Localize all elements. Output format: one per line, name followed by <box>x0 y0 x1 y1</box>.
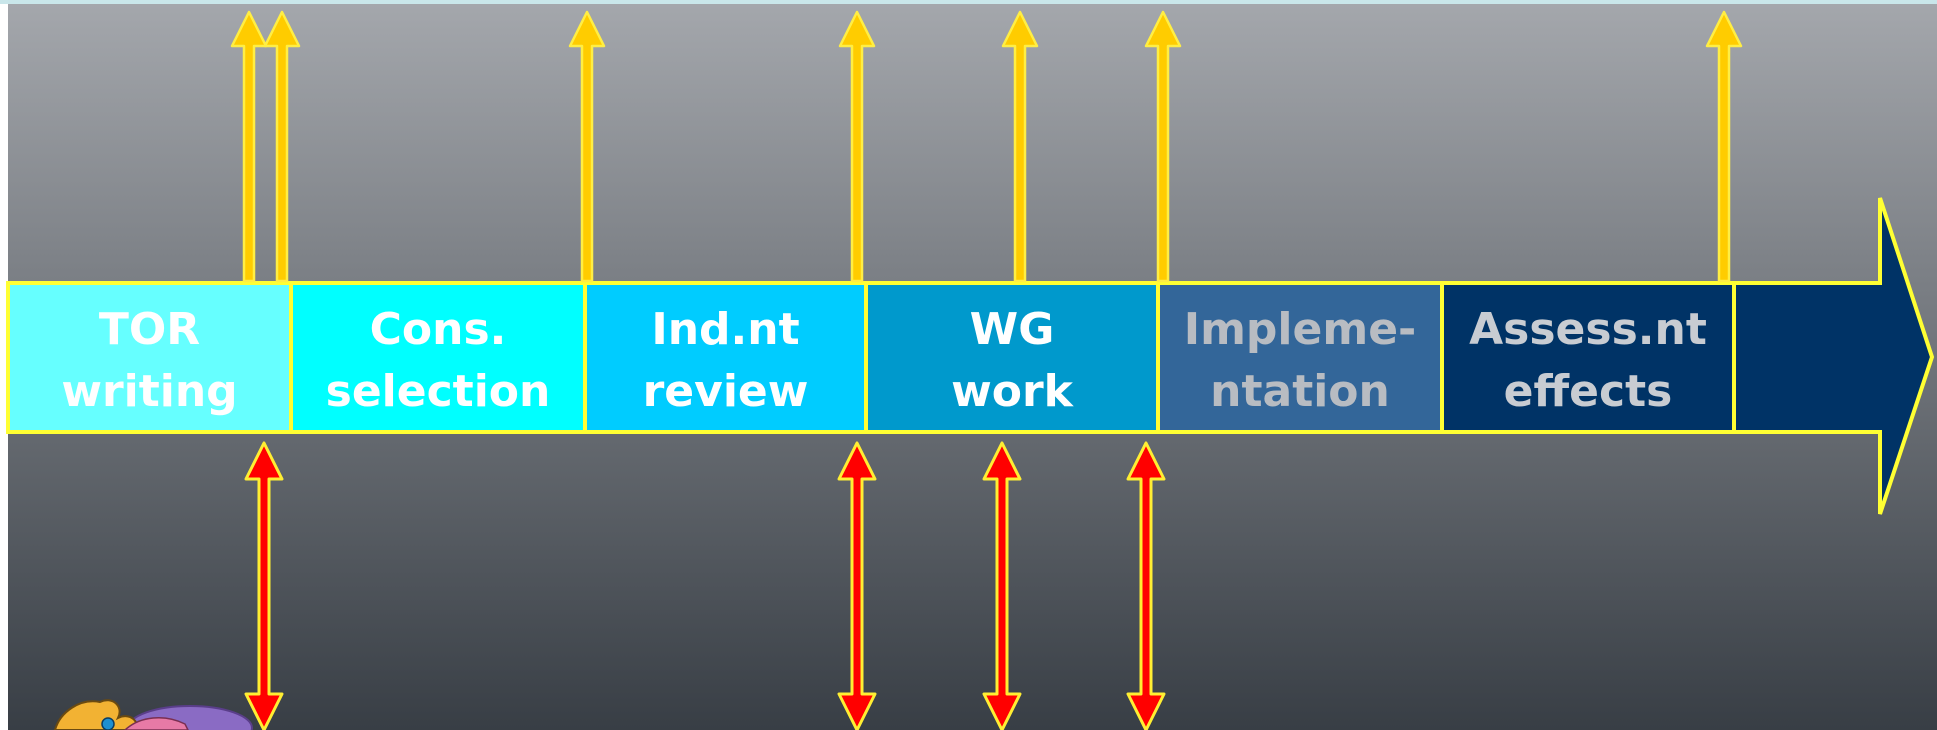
double-arrows-group <box>244 441 1166 730</box>
double-arrow-icon <box>982 441 1022 730</box>
stage-label-line2: work <box>951 366 1075 417</box>
up-arrows-group <box>230 10 1743 283</box>
up-arrow-icon <box>1001 10 1039 283</box>
stage-label-line1: Cons. <box>370 304 507 355</box>
stage-segment: Cons. selection <box>289 281 587 434</box>
stage-segment: Assess.nt effects <box>1440 281 1736 434</box>
top-edge <box>0 0 1937 4</box>
timeline-arrow <box>1732 197 1935 515</box>
character-face <box>123 717 189 730</box>
stage-segment: TOR writing <box>6 281 293 434</box>
stage-label-line2: selection <box>326 366 551 417</box>
up-arrow-icon <box>838 10 876 283</box>
stage-label-line1: TOR <box>99 304 200 355</box>
stage-box <box>1440 281 1736 434</box>
double-arrow-icon <box>1126 441 1166 730</box>
cartoon-character-icon <box>53 699 253 730</box>
stage-box <box>1156 281 1444 434</box>
stage-label-line2: effects <box>1504 366 1673 417</box>
stage-box <box>6 281 293 434</box>
stage-label-line1: Ind.nt <box>651 304 799 355</box>
up-arrow-icon <box>568 10 606 283</box>
stage-label-line1: Assess.nt <box>1469 304 1707 355</box>
stage-segment: Ind.nt review <box>583 281 868 434</box>
up-arrow-icon <box>263 10 301 283</box>
up-arrow-icon <box>1144 10 1182 283</box>
character-hair <box>53 699 138 730</box>
character-eye <box>101 717 115 730</box>
stage-segment: WG work <box>864 281 1160 434</box>
double-arrow-icon <box>837 441 877 730</box>
stage-segments: TOR writing Cons. selection Ind.nt review WG wo… <box>6 281 1736 434</box>
stage-segment: Impleme-ntation <box>1156 281 1444 434</box>
stage-label-line2: writing <box>61 366 237 417</box>
stage-label-line1: WG <box>970 304 1055 355</box>
double-arrow-icon <box>244 441 284 730</box>
stage-box <box>289 281 587 434</box>
arrow-head <box>1732 197 1935 515</box>
stage-label-line2: review <box>643 366 809 417</box>
stage-label-line2: ntation <box>1210 366 1390 417</box>
up-arrow-icon <box>1705 10 1743 283</box>
stage-box <box>583 281 868 434</box>
stage-label-line1: Impleme- <box>1184 304 1417 355</box>
